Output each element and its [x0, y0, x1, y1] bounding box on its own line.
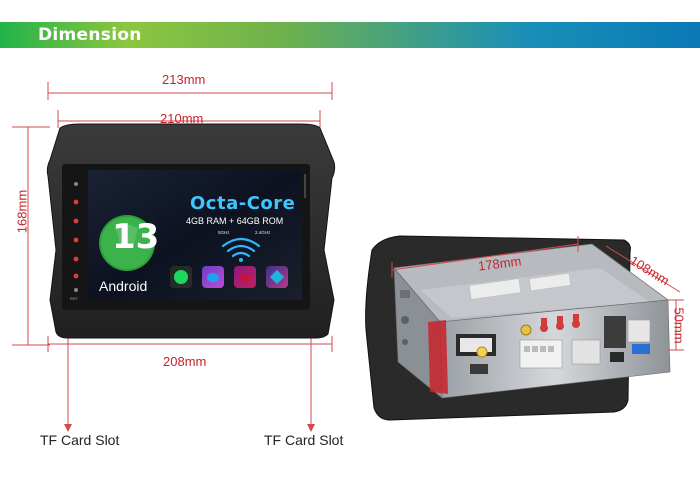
wifi-24g-label: 2.4GHz — [255, 230, 271, 235]
android-name: Android — [99, 278, 148, 294]
chassis-height-label: 50mm — [671, 307, 687, 344]
header-banner: Dimension — [0, 22, 700, 48]
twitter-icon[interactable] — [202, 266, 224, 288]
height-label: 168mm — [14, 189, 30, 234]
rear-dimension-lines — [391, 236, 684, 351]
kodi-icon[interactable] — [266, 266, 288, 288]
spotify-icon[interactable] — [170, 266, 192, 288]
outer-width-label: 213mm — [162, 72, 206, 87]
svg-text:RST: RST — [70, 296, 79, 301]
bottom-width-label: 208mm — [163, 354, 207, 369]
front-dimension-lines — [12, 82, 333, 430]
screen-specs: 4GB RAM + 64GB ROM — [186, 216, 284, 226]
tf-card-slot-right-label: TF Card Slot — [264, 432, 344, 448]
tf-card-slot-left-label: TF Card Slot — [40, 432, 120, 448]
bezel-width-label: 210mm — [160, 111, 204, 126]
netflix-icon[interactable]: N — [234, 266, 256, 288]
page-title: Dimension — [38, 25, 142, 45]
android-version: 13 — [112, 217, 160, 257]
wifi-5g-label: 5GHz — [218, 230, 230, 235]
front-head-unit: RST — [46, 123, 336, 339]
screen-headline: Octa-Core — [190, 193, 296, 214]
rear-unit — [365, 235, 671, 421]
